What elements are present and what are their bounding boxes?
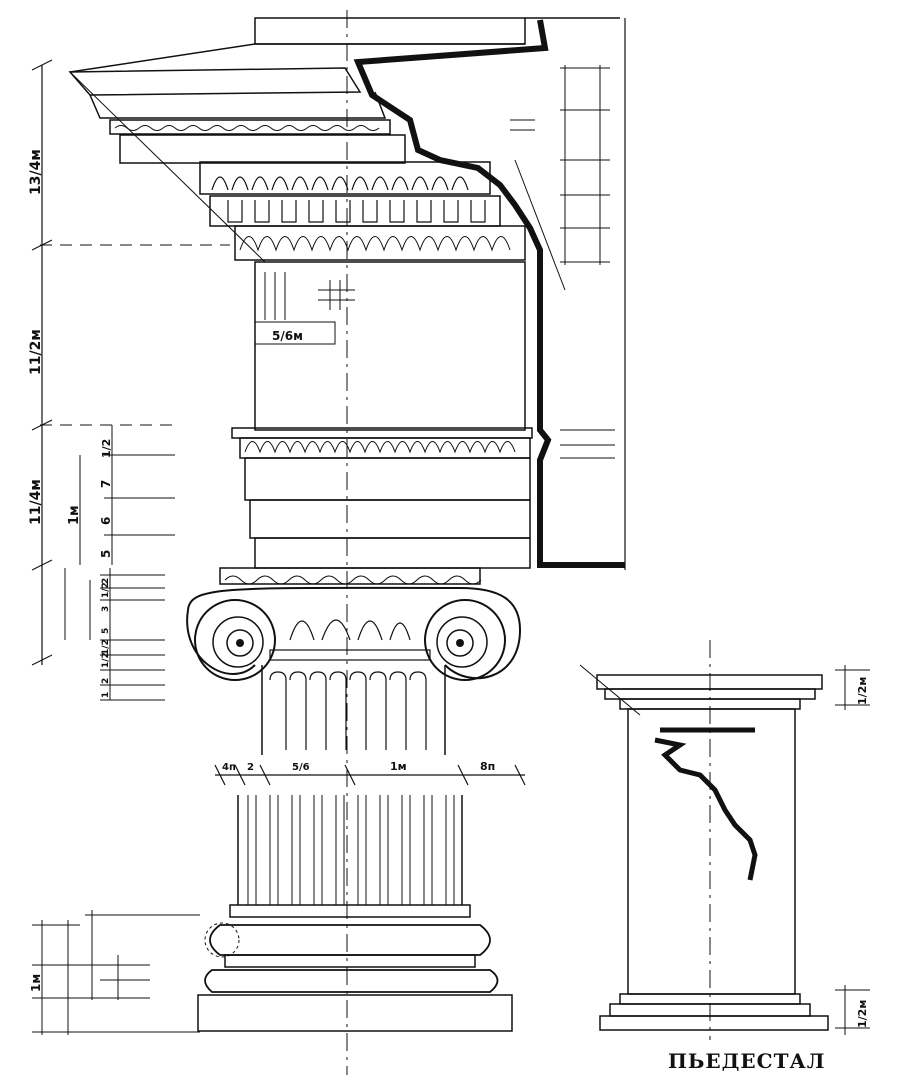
shaft-dim-3: 5/6: [292, 762, 310, 773]
capital-dim-2: 1/2: [101, 582, 111, 598]
pedestal-cap-label: 1/2м: [856, 677, 869, 705]
cornice-height-label: 13/4м: [28, 149, 44, 195]
fascia-1-label: 5: [99, 550, 113, 558]
capital-dim-6: 1/2: [101, 652, 111, 668]
column-shaft: [237, 665, 463, 905]
column-base: [197, 904, 513, 1032]
fascia-2-label: 6: [99, 517, 113, 525]
capital-dim-3: 3: [101, 606, 111, 612]
capital-dim-8: 1: [101, 692, 111, 698]
pedestal-caption: ПЬЕДЕСТАЛ: [668, 1049, 825, 1073]
shaft-dim-4: 1м: [390, 760, 407, 773]
frieze-height-label: 11/2м: [28, 329, 44, 375]
architrave-module-label: 1м: [67, 505, 82, 525]
entablature-section-profile: [68, 17, 626, 570]
capital-dim-1: 2: [101, 578, 111, 584]
capital-dim-7: 2: [101, 678, 111, 684]
pedestal-base-label: 1/2м: [856, 1000, 869, 1028]
architrave-height-label: 11/4м: [28, 479, 44, 525]
shaft-dim-5: 8п: [480, 760, 495, 773]
ionic-capital: [186, 567, 522, 681]
shaft-dim-1: 4п: [222, 762, 236, 773]
capital-dim-5: 1/2: [101, 639, 111, 655]
architrave: [231, 427, 533, 569]
frieze-soffit-label: 5/6м: [272, 329, 303, 343]
left-dimension-chains: 13/4м 11/2м 11/4м 1м 1/2 7 6 5 2 1/2 3 5…: [28, 59, 230, 1035]
base-height-label: 1м: [29, 974, 43, 992]
fascia-3-label: 7: [99, 480, 113, 488]
capital-dim-4: 5: [101, 628, 111, 634]
shaft-dim-2: 2: [247, 762, 254, 773]
right-dimension-ticks: [510, 65, 615, 459]
frieze: 5/6м: [254, 261, 526, 431]
shaft-dimension-line: 4п 2 5/6 1м 8п: [214, 760, 526, 786]
architrave-top-label: 1/2: [100, 439, 113, 458]
pedestal: 1/2м 1/2м: [579, 640, 870, 1040]
